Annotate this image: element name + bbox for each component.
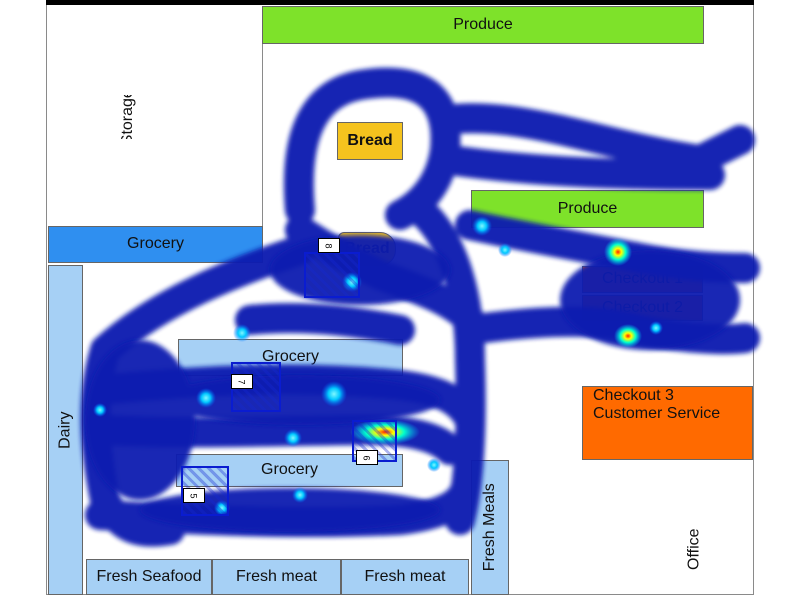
hotspot-checkout-2 xyxy=(614,324,642,348)
produce-right-label: Produce xyxy=(557,199,618,217)
fresh-meals-zone: Fresh Meals xyxy=(471,460,509,595)
cyan-spot-6 xyxy=(649,321,663,335)
heat-region-mid xyxy=(160,375,440,425)
top-border xyxy=(46,0,754,5)
fresh-seafood-label: Fresh Seafood xyxy=(96,567,202,585)
heat-path-mid-link xyxy=(235,303,415,345)
right-wall xyxy=(753,5,754,595)
office-label: Office xyxy=(685,528,703,570)
dairy-zone: Dairy xyxy=(48,265,83,595)
marker-tag-6-label: 6 xyxy=(361,454,372,461)
marker-tag-5-label: 5 xyxy=(188,492,199,499)
bread-upper-label: Bread xyxy=(347,131,393,149)
marker-tag-8-label: 8 xyxy=(323,242,334,249)
bread-upper-zone: Bread xyxy=(337,122,403,160)
checkout-3-line1: Checkout 3 xyxy=(593,387,674,404)
heat-path-loop-right xyxy=(430,103,755,190)
checkout-2-label: Checkout 2 xyxy=(602,298,683,316)
fresh-meat-1-label: Fresh meat xyxy=(236,567,317,585)
storage-zone: Storage xyxy=(105,95,151,139)
marker-tag-6: 6 xyxy=(356,450,378,465)
checkout-1-label: Checkout 1 xyxy=(602,270,683,288)
grocery-mid-zone: Grocery xyxy=(178,339,403,376)
left-wall xyxy=(46,5,47,595)
fresh-seafood-zone: Fresh Seafood xyxy=(86,559,212,595)
heat-path-right-upper xyxy=(455,210,760,283)
heat-path-aisle-3 xyxy=(85,475,480,538)
grocery-low-label: Grocery xyxy=(261,461,318,479)
grocery-left-label: Grocery xyxy=(127,235,184,253)
marker-tag-7-label: 7 xyxy=(236,378,247,385)
cyan-spot-11 xyxy=(93,403,107,417)
fresh-meat-1-zone: Fresh meat xyxy=(212,559,341,595)
storage-label: Storage xyxy=(118,95,136,139)
marker-tag-8: 8 xyxy=(318,238,340,253)
checkout-2-zone: Checkout 2 xyxy=(582,295,703,321)
checkout-3-zone: Checkout 3 Customer Service xyxy=(582,386,753,460)
storage-wall xyxy=(262,44,263,226)
grocery-left-zone: Grocery xyxy=(48,226,263,263)
produce-right-zone: Produce xyxy=(471,190,704,228)
cyan-spot-3 xyxy=(196,388,216,408)
heat-path-vertical-center xyxy=(405,195,486,535)
produce-top-zone: Produce xyxy=(262,6,704,44)
hotspot-checkout-1 xyxy=(604,238,632,266)
produce-top-label: Produce xyxy=(453,15,513,33)
heat-path-aisle-1 xyxy=(85,364,485,435)
checkout-1-zone: Checkout 1 xyxy=(582,266,703,293)
fresh-meat-2-label: Fresh meat xyxy=(364,567,446,585)
heat-path-right-lower xyxy=(455,306,760,355)
fresh-meat-2-zone: Fresh meat xyxy=(341,559,469,595)
cyan-spot-5 xyxy=(321,381,347,407)
marker-tag-7: 7 xyxy=(231,374,253,389)
cyan-spot-7 xyxy=(498,243,512,257)
dairy-label: Dairy xyxy=(56,411,74,449)
cyan-spot-10 xyxy=(292,487,308,503)
marker-area-8 xyxy=(304,252,360,298)
heat-path-aisle-2 xyxy=(90,415,465,465)
fresh-meals-label: Fresh Meals xyxy=(480,483,498,572)
marker-tag-5: 5 xyxy=(183,488,205,503)
office-zone: Office xyxy=(672,525,718,573)
checkout-3-line2: Customer Service xyxy=(593,405,721,423)
cyan-spot-12 xyxy=(427,458,441,472)
cyan-spot-4 xyxy=(284,429,302,447)
